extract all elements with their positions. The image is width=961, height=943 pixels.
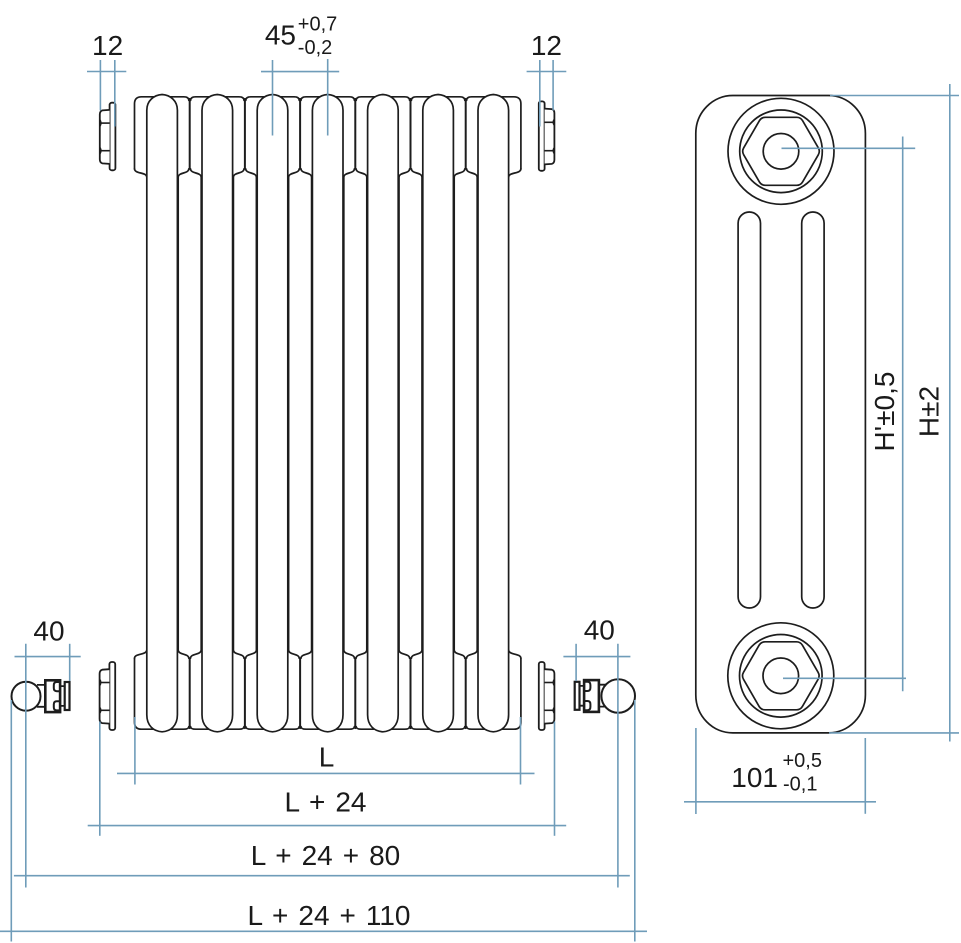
svg-text:-0,1: -0,1	[783, 774, 817, 796]
svg-text:101: 101	[731, 762, 778, 793]
svg-text:L + 24: L + 24	[285, 787, 367, 818]
svg-text:L + 24 + 80: L + 24 + 80	[251, 840, 400, 871]
svg-text:L + 24 + 110: L + 24 + 110	[248, 900, 411, 931]
svg-text:+0,5: +0,5	[783, 750, 822, 772]
svg-text:40: 40	[584, 615, 615, 646]
svg-text:40: 40	[33, 615, 64, 646]
svg-text:12: 12	[92, 30, 123, 61]
svg-text:H'±0,5: H'±0,5	[869, 372, 900, 452]
svg-text:-0,2: -0,2	[298, 37, 332, 59]
svg-text:L: L	[319, 742, 335, 773]
svg-text:12: 12	[531, 30, 562, 61]
svg-text:+0,7: +0,7	[298, 14, 337, 36]
svg-text:45: 45	[265, 20, 296, 51]
svg-text:H±2: H±2	[914, 386, 945, 437]
